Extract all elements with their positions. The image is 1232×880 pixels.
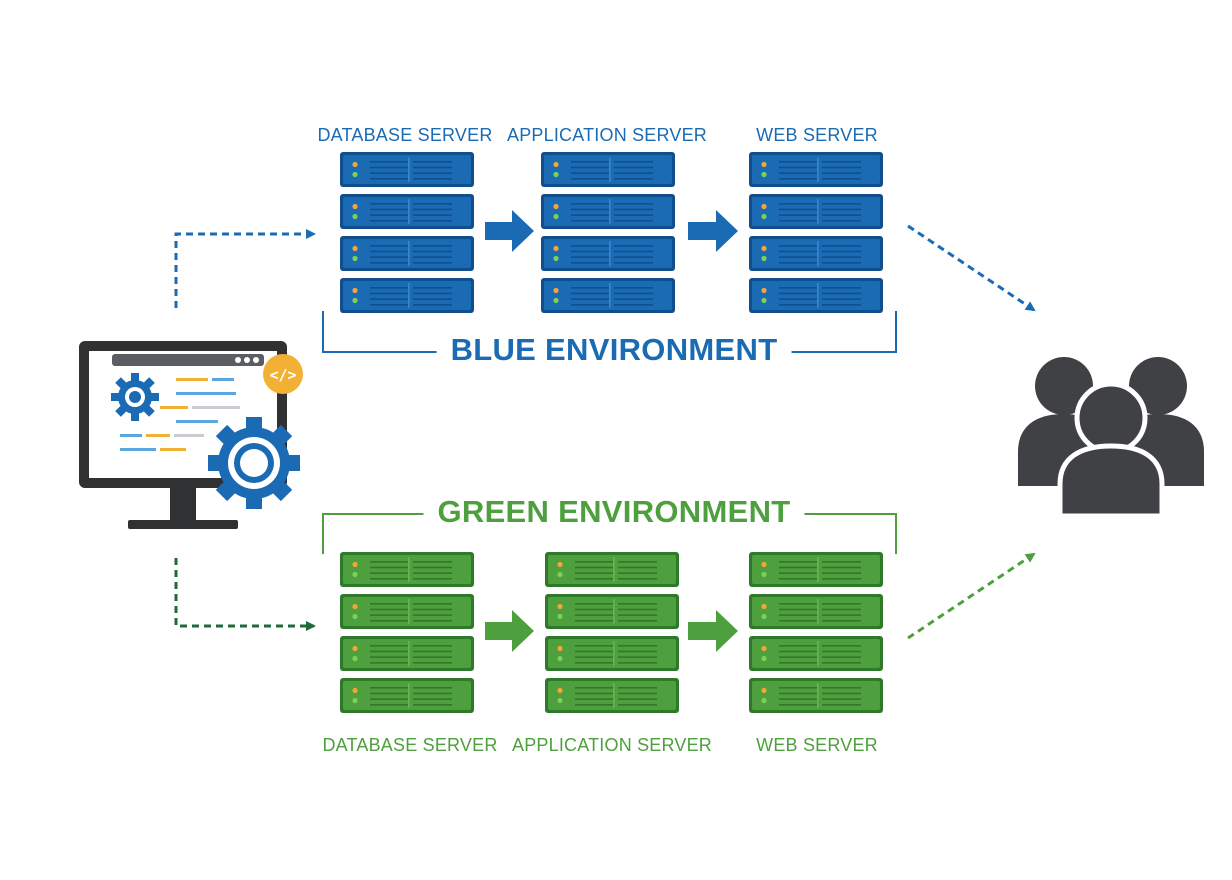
green-server-2-unit-4 <box>545 678 679 713</box>
blue-server-1-unit-1 <box>340 152 474 187</box>
green-server-3-unit-1 <box>749 552 883 587</box>
blue-server-3-unit-4 <box>749 278 883 313</box>
green-flow-arrow-2 <box>688 610 738 652</box>
blue-server-3-unit-3 <box>749 236 883 271</box>
code-badge-text: </> <box>269 366 296 384</box>
arrow-blue-to-users <box>907 224 1036 312</box>
code-icon: </> <box>263 354 303 394</box>
large-gear-icon <box>208 417 300 509</box>
green-server-1-unit-1 <box>340 552 474 587</box>
green-server-2-unit-3 <box>545 636 679 671</box>
blue-flow-arrow-1 <box>485 210 534 252</box>
blue-environment-title: BLUE ENVIRONMENT <box>436 332 792 368</box>
green-server-3-unit-4 <box>749 678 883 713</box>
green-server-3-unit-2 <box>749 594 883 629</box>
blue-web-server-label: WEB SERVER <box>756 125 878 145</box>
blue-server-2-unit-4 <box>541 278 675 313</box>
green-server-1-unit-2 <box>340 594 474 629</box>
blue-application-server-label: APPLICATION SERVER <box>507 125 707 145</box>
arrow-to-green-env <box>174 558 316 631</box>
green-server-3-unit-3 <box>749 636 883 671</box>
green-database-server-label: DATABASE SERVER <box>322 735 498 755</box>
small-gear-icon <box>111 373 159 421</box>
blue-server-2-unit-3 <box>541 236 675 271</box>
blue-server-3-unit-1 <box>749 152 883 187</box>
green-server-stacks <box>340 552 883 713</box>
green-server-2-unit-2 <box>545 594 679 629</box>
blue-server-2-unit-2 <box>541 194 675 229</box>
computer-with-gears-icon: </> <box>79 341 303 529</box>
users-group-icon <box>1018 357 1204 519</box>
green-web-server-label: WEB SERVER <box>756 735 878 755</box>
blue-server-1-unit-2 <box>340 194 474 229</box>
green-environment-title: GREEN ENVIRONMENT <box>423 494 805 530</box>
green-application-server-label: APPLICATION SERVER <box>512 735 712 755</box>
green-server-2-unit-1 <box>545 552 679 587</box>
green-server-1-unit-3 <box>340 636 474 671</box>
arrow-green-to-users <box>907 552 1036 640</box>
blue-server-2-unit-1 <box>541 152 675 187</box>
arrow-to-blue-env <box>174 229 316 308</box>
blue-database-server-label: DATABASE SERVER <box>317 125 493 145</box>
green-flow-arrow-1 <box>485 610 534 652</box>
blue-flow-arrow-2 <box>688 210 738 252</box>
blue-server-1-unit-3 <box>340 236 474 271</box>
blue-server-stacks <box>340 152 883 313</box>
green-server-1-unit-4 <box>340 678 474 713</box>
blue-server-1-unit-4 <box>340 278 474 313</box>
blue-server-3-unit-2 <box>749 194 883 229</box>
